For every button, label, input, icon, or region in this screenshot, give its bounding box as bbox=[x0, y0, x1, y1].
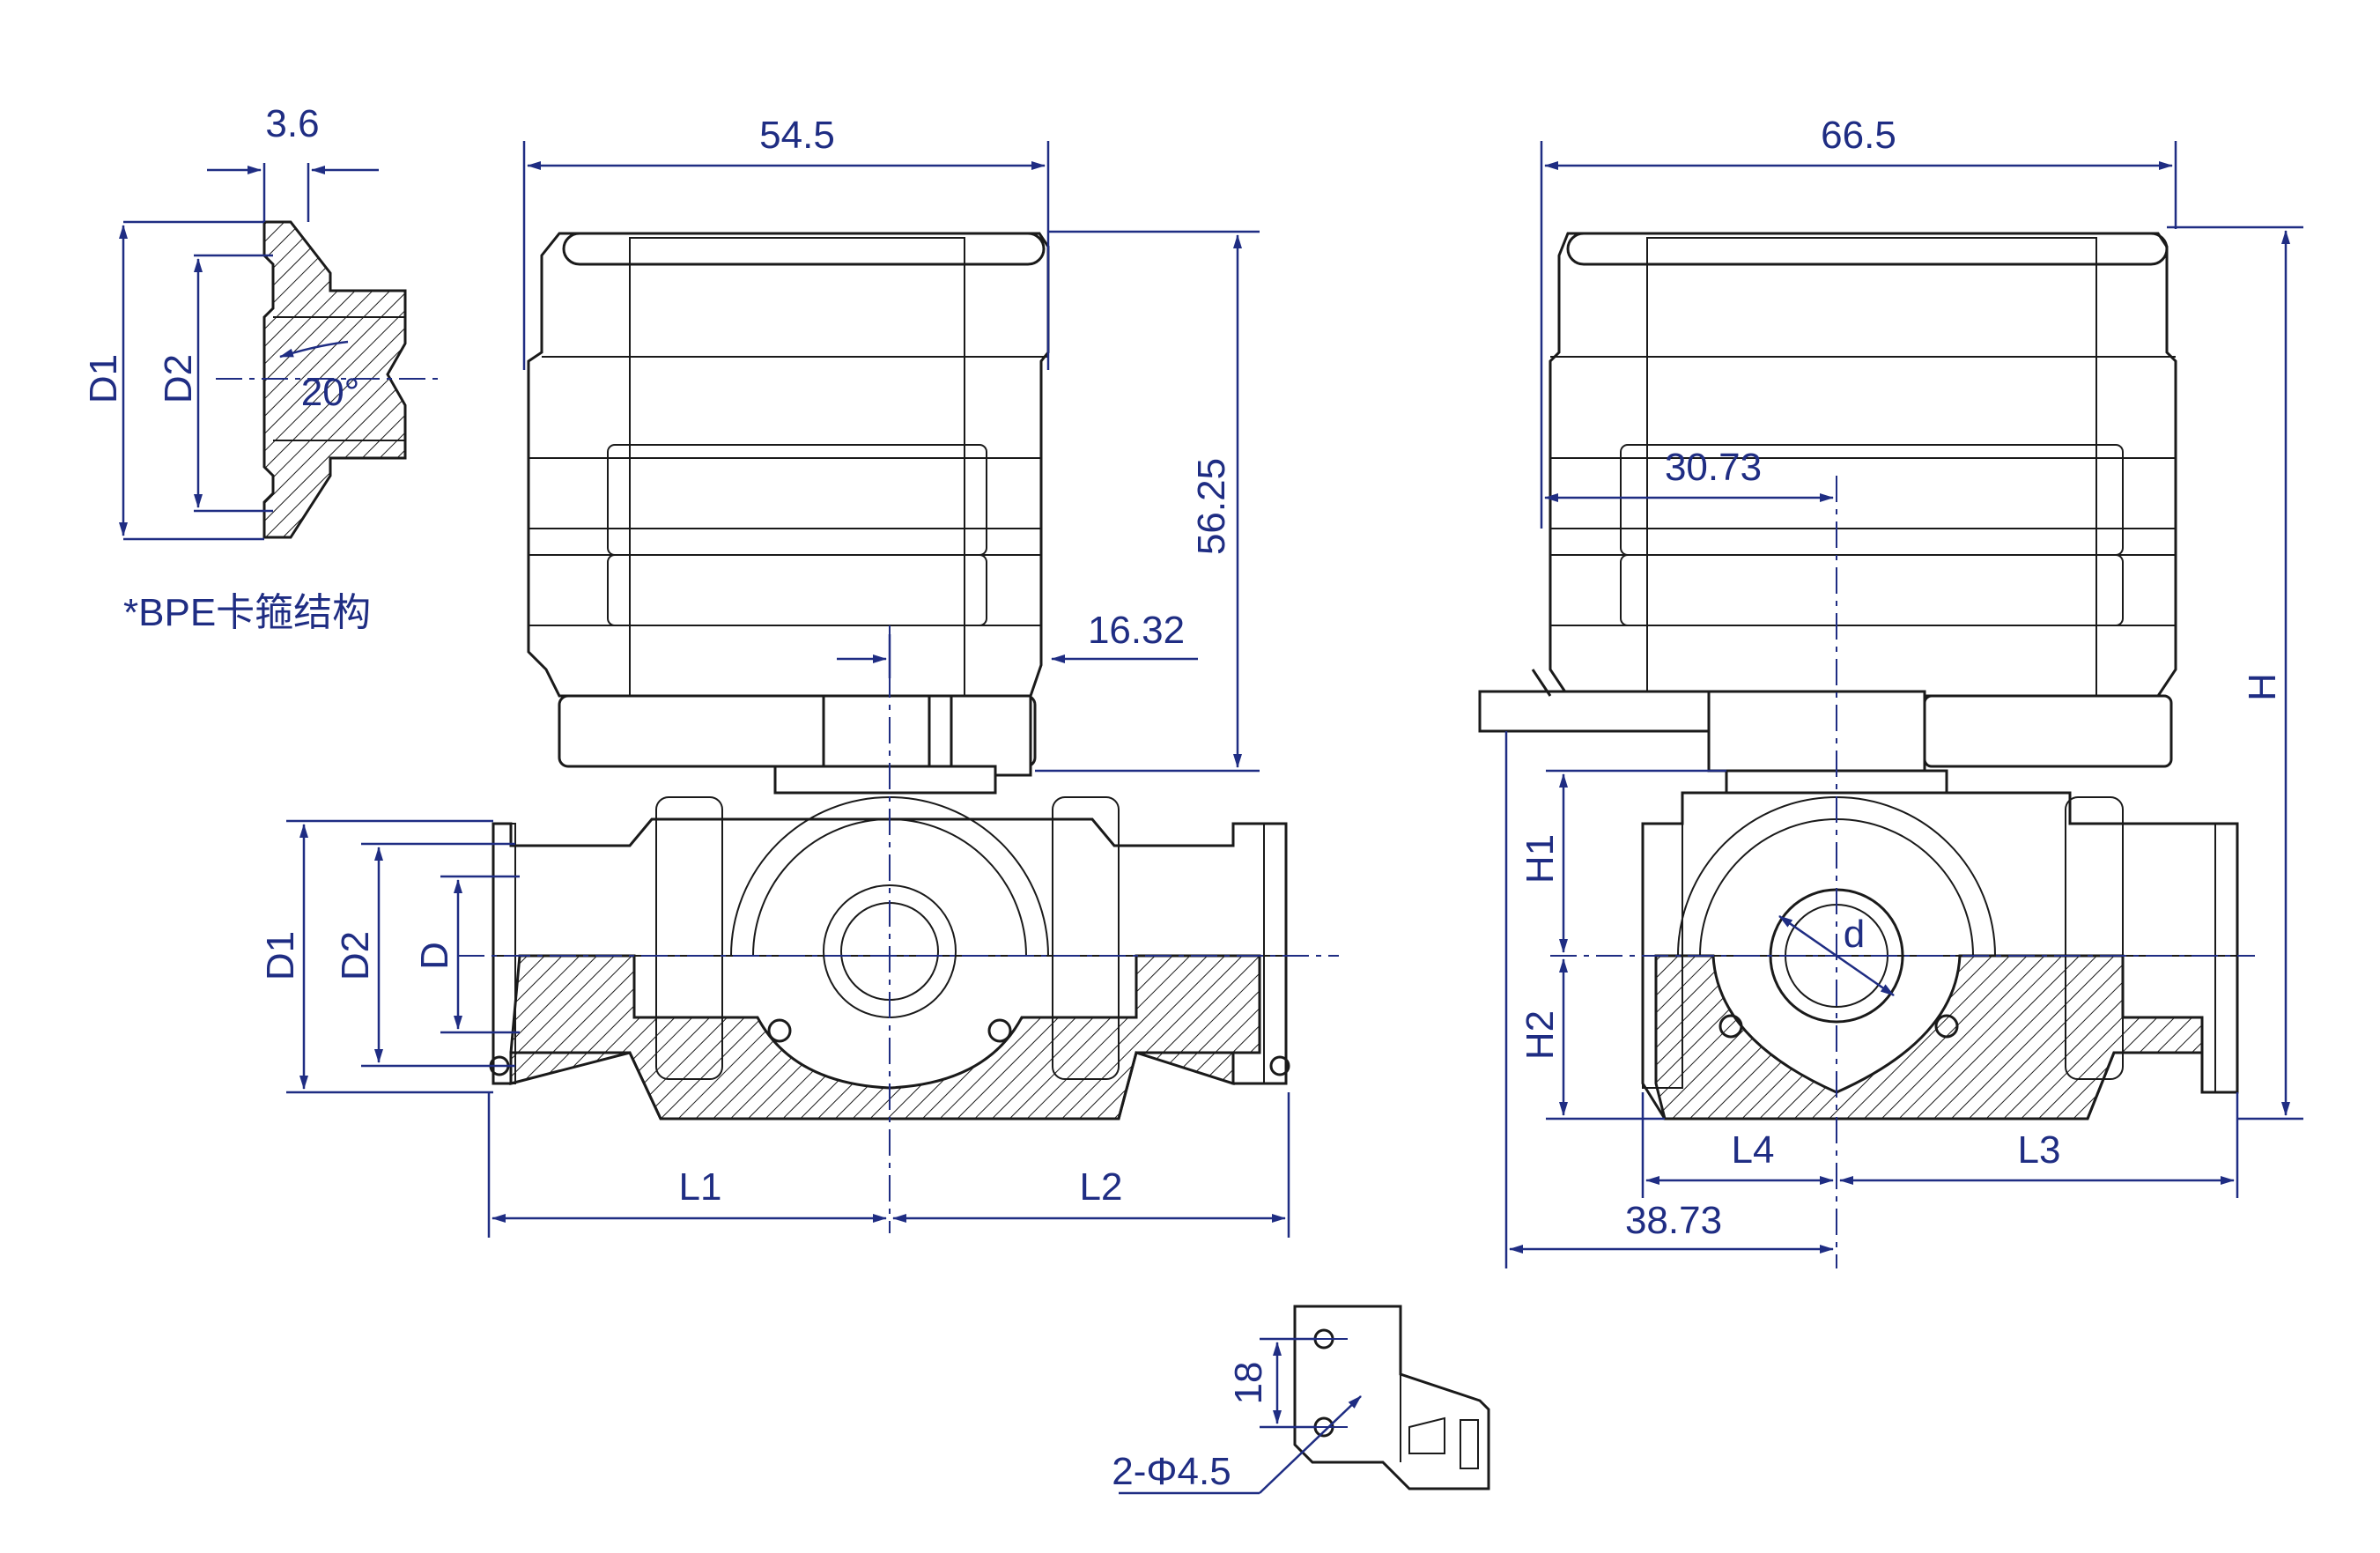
body-d-label: D bbox=[413, 942, 456, 970]
side-view: d 66.5 30.73 H H1 H2 L4 L3 38.73 bbox=[1478, 114, 2303, 1268]
bracket-detail: 18 2-Φ4.5 bbox=[1112, 1305, 1490, 1495]
side-base-label: 38.73 bbox=[1625, 1199, 1722, 1242]
front-width-label: 54.5 bbox=[759, 114, 835, 157]
side-width-label: 66.5 bbox=[1821, 114, 1896, 157]
bpe-clamp-detail: D1 D2 3.6 20° *BPE卡箍结构 bbox=[82, 102, 440, 634]
l1-label: L1 bbox=[679, 1165, 722, 1209]
h1-label: H1 bbox=[1519, 834, 1562, 884]
flange-d2-label: D2 bbox=[157, 354, 200, 403]
l3-label: L3 bbox=[2018, 1128, 2061, 1172]
front-view: 54.5 56.25 16.32 D1 D2 D L1 L2 bbox=[259, 114, 1339, 1238]
total-height-label: H bbox=[2241, 673, 2284, 701]
front-height-label: 56.25 bbox=[1190, 458, 1233, 555]
h2-label: H2 bbox=[1519, 1010, 1562, 1060]
bracket-holes-label: 2-Φ4.5 bbox=[1112, 1450, 1231, 1493]
angle-label: 20° bbox=[301, 371, 360, 414]
front-offset-label: 16.32 bbox=[1088, 609, 1185, 652]
l4-label: L4 bbox=[1732, 1128, 1775, 1172]
l2-label: L2 bbox=[1080, 1165, 1123, 1209]
body-d2-label: D2 bbox=[334, 931, 377, 980]
bracket-spacing-label: 18 bbox=[1227, 1362, 1270, 1405]
flange-thickness-label: 3.6 bbox=[265, 102, 319, 145]
bpe-note: *BPE卡箍结构 bbox=[123, 591, 371, 634]
bore-label: d bbox=[1844, 913, 1865, 956]
side-offset-label: 30.73 bbox=[1665, 446, 1762, 489]
flange-d1-label: D1 bbox=[82, 354, 125, 403]
body-d1-label: D1 bbox=[259, 931, 302, 980]
